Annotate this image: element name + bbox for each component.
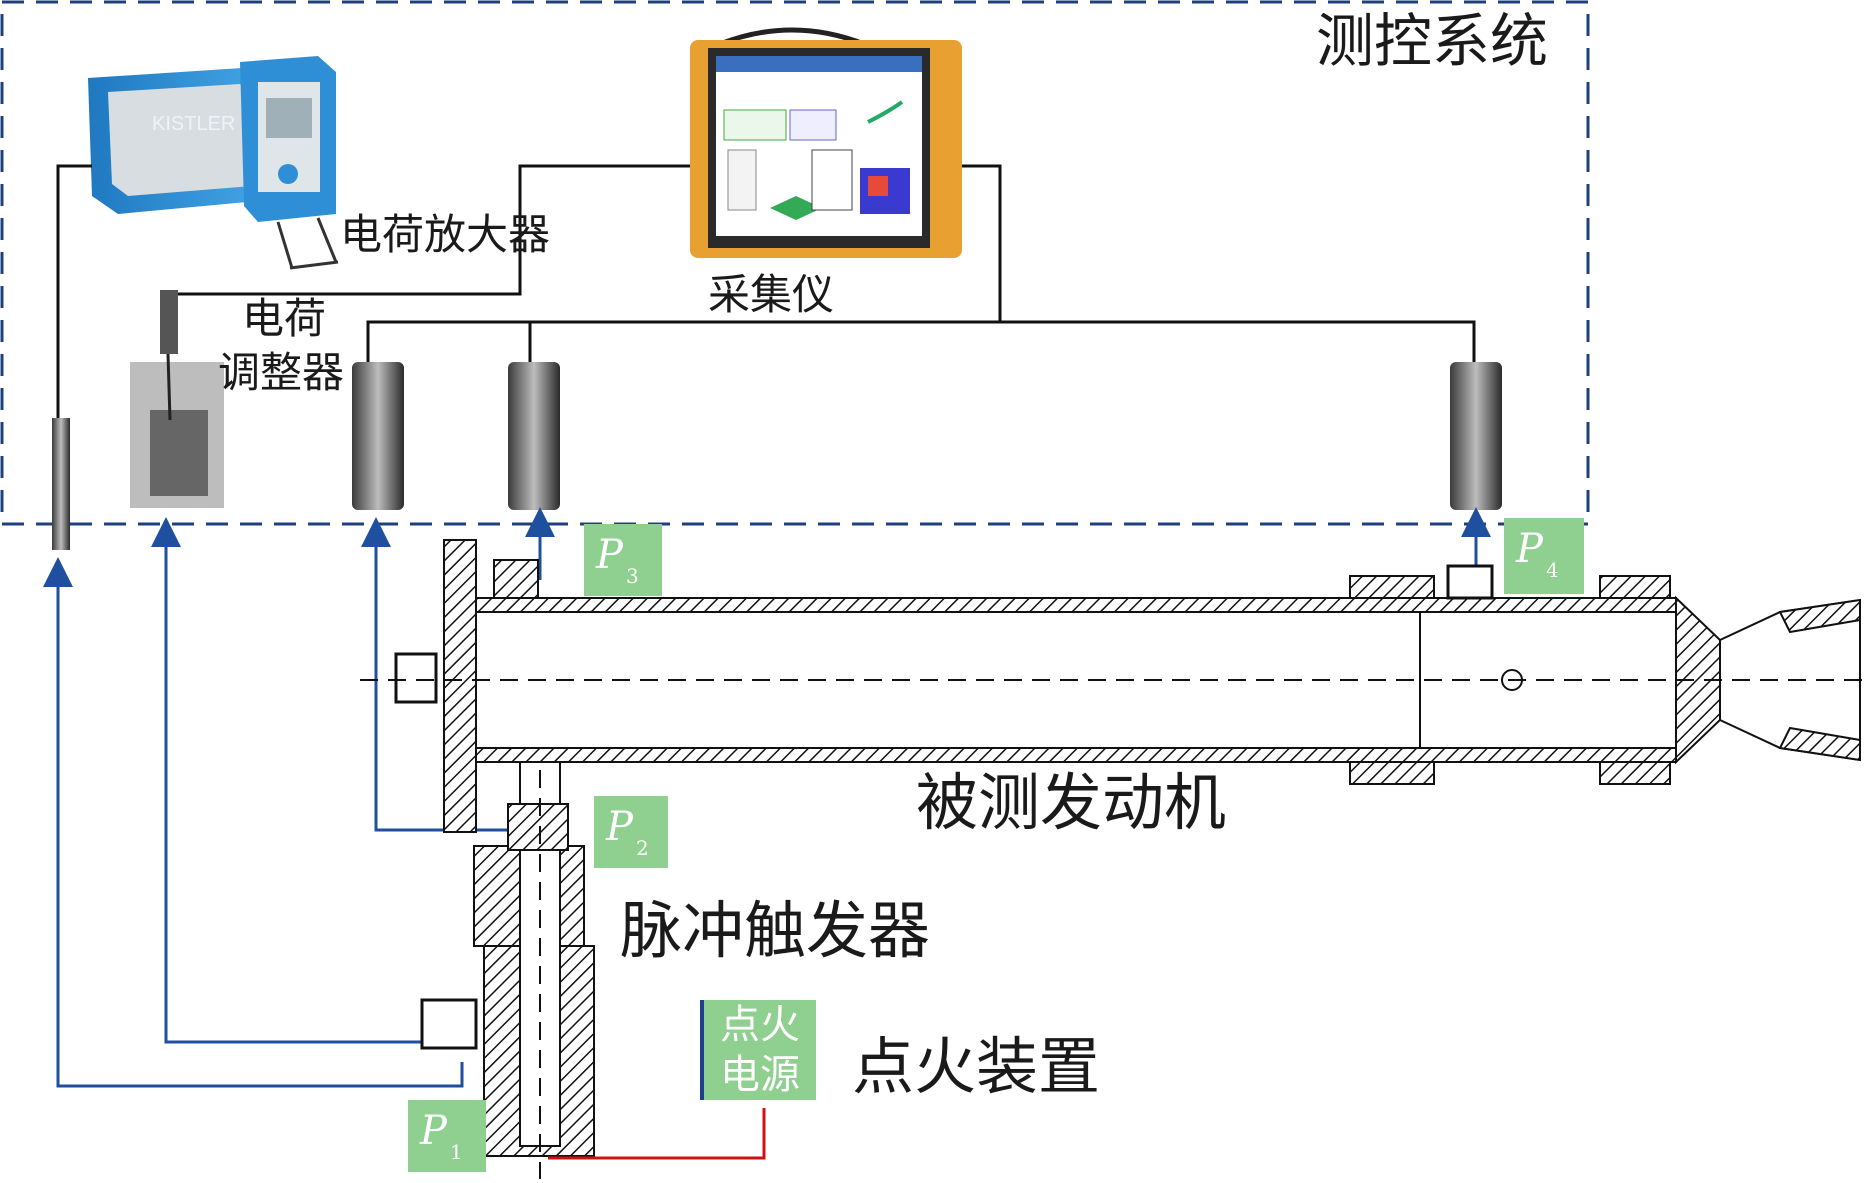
small-rod-sensor xyxy=(52,418,70,550)
charge-adjuster-device xyxy=(130,290,224,508)
pressure-tag-p1-letter: P xyxy=(420,1108,447,1154)
pressure-tag-p1-sub: 1 xyxy=(450,1140,463,1164)
pressure-tag-p2: P 2 xyxy=(594,796,668,868)
pressure-sensor-a xyxy=(352,362,404,510)
pressure-tag-p4: P 4 xyxy=(1504,518,1584,594)
pressure-tag-p4-sub: 4 xyxy=(1546,558,1559,582)
measure-control-label: 测控系统 xyxy=(1316,7,1549,75)
pressure-tag-p1: P 1 xyxy=(408,1100,486,1172)
charge-adjuster-label-line2: 调整器 xyxy=(218,348,345,397)
ignition-power-line1: 点火 xyxy=(720,1002,800,1048)
pressure-tag-p3-sub: 3 xyxy=(626,564,639,588)
pressure-tag-p3: P 3 xyxy=(584,524,662,596)
amplifier-brand-text: KISTLER xyxy=(152,113,235,135)
pulse-trigger-body xyxy=(420,761,595,1179)
pulse-trigger-label: 脉冲触发器 xyxy=(620,894,931,967)
ignition-power-line2: 电源 xyxy=(720,1052,800,1098)
pressure-tag-p2-sub: 2 xyxy=(636,836,649,860)
pressure-tag-p2-letter: P xyxy=(606,804,633,850)
pressure-tag-p4-letter: P xyxy=(1516,526,1543,572)
pressure-sensor-c xyxy=(1450,362,1502,510)
acquisition-label: 采集仪 xyxy=(708,270,835,319)
ignition-device-label: 点火装置 xyxy=(852,1030,1101,1103)
pressure-tag-p3-letter: P xyxy=(596,532,623,578)
ignition-wire xyxy=(548,1108,766,1160)
measure-control-boundary xyxy=(0,0,1590,526)
ignition-power-tag: 点火 电源 xyxy=(700,1000,816,1100)
engine-label: 被测发动机 xyxy=(916,766,1227,839)
pressure-sensor-b xyxy=(508,362,560,510)
charge-amplifier-device xyxy=(88,56,339,270)
data-acquisition-device xyxy=(690,27,962,258)
charge-amplifier-label: 电荷放大器 xyxy=(340,210,551,259)
charge-adjuster-label-line1: 电荷 xyxy=(242,294,327,343)
engine-body xyxy=(360,539,1864,833)
